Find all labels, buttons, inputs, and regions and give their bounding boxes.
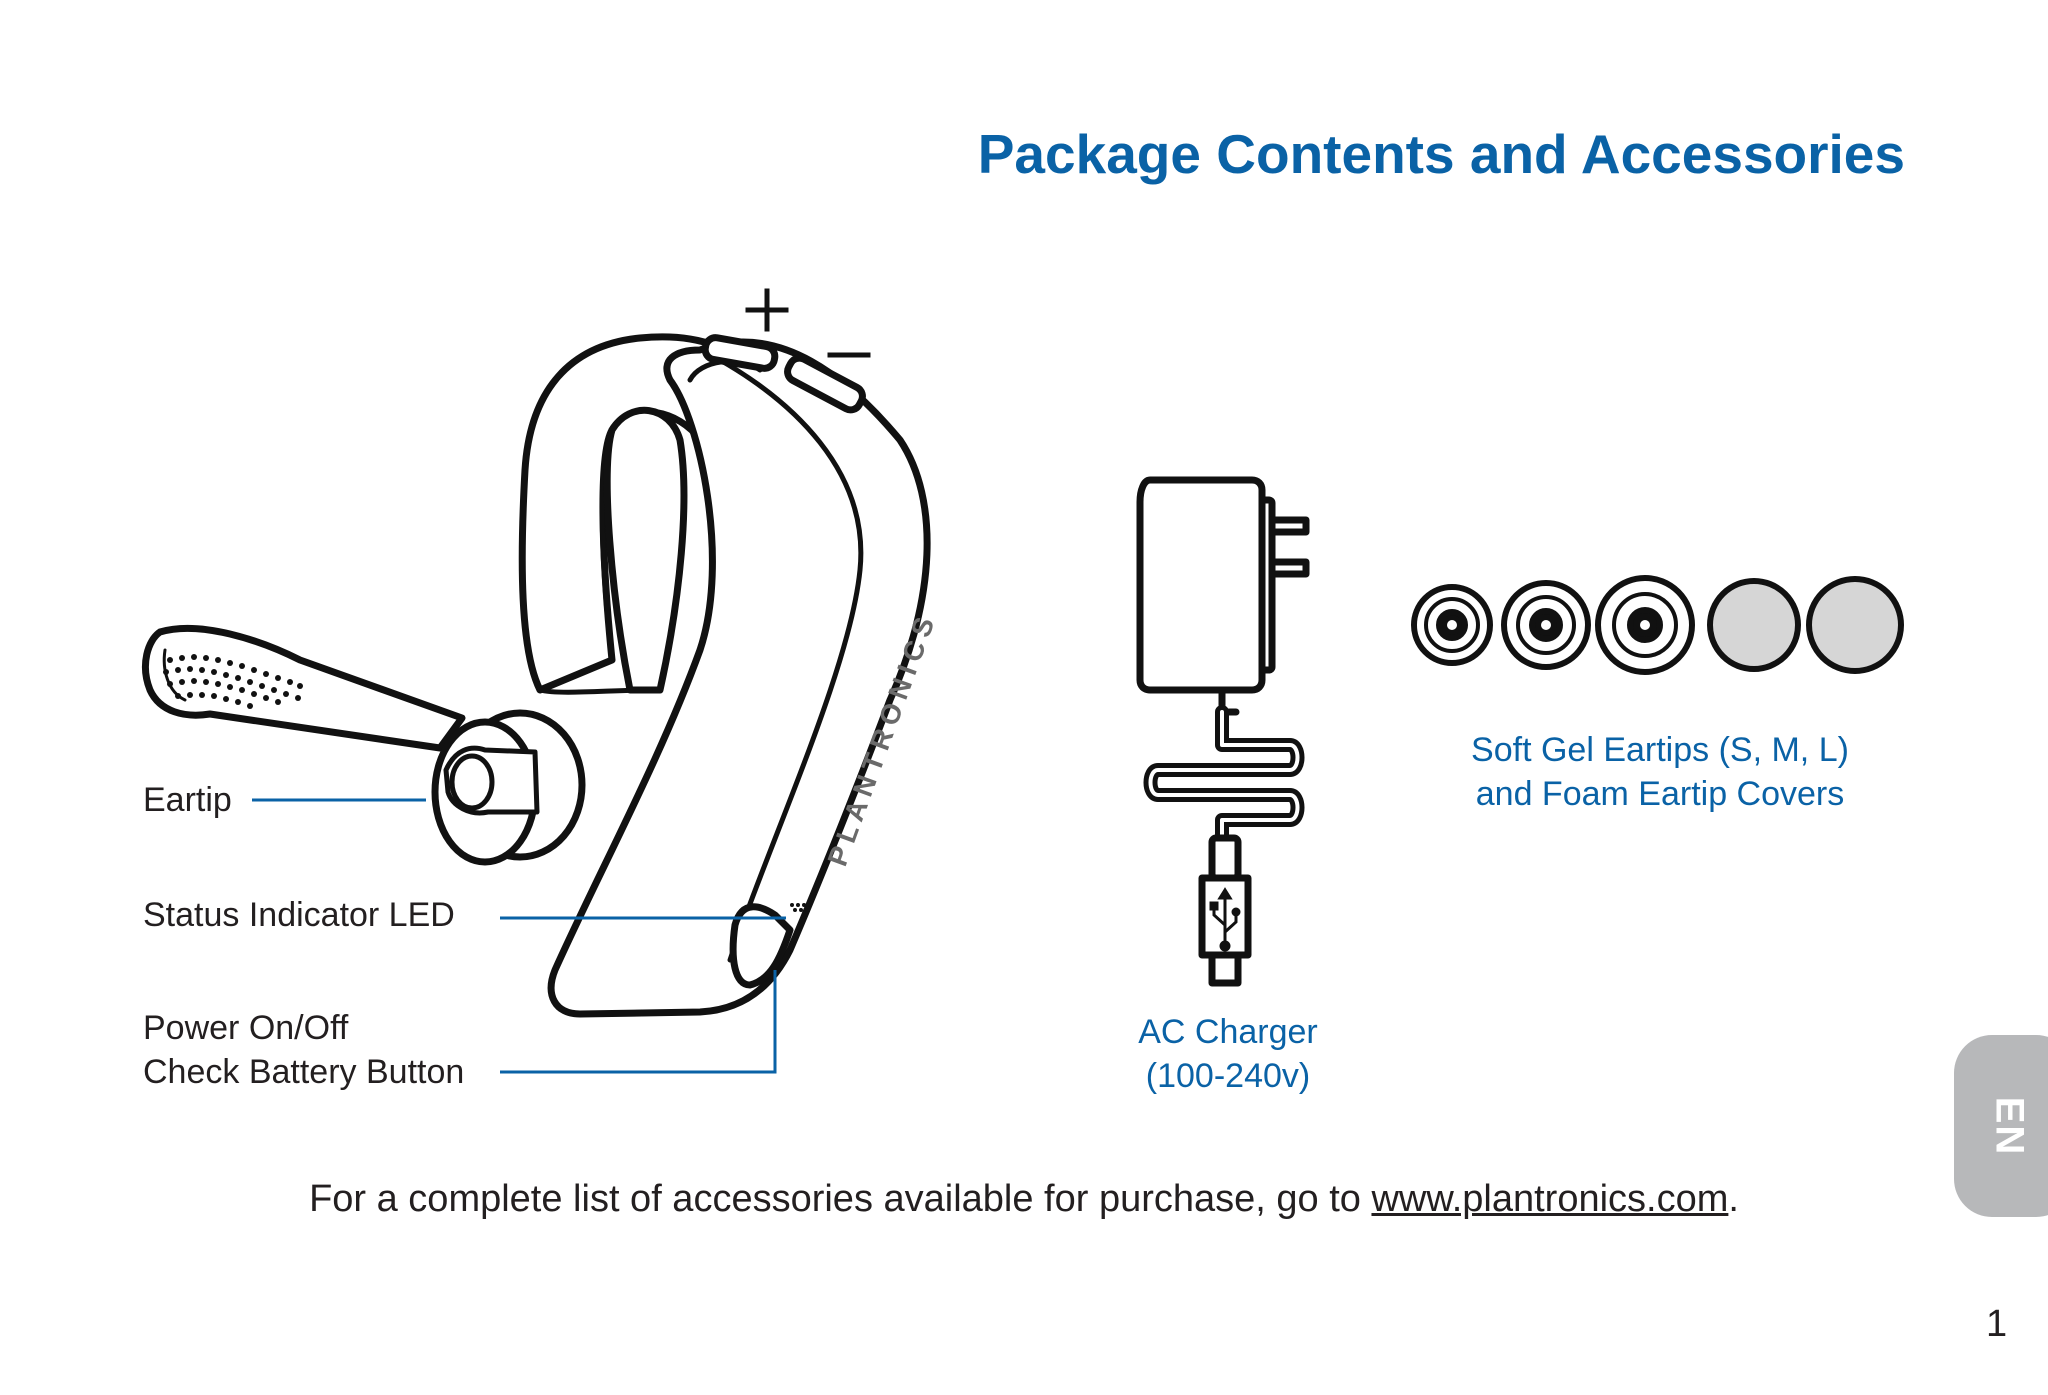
eartip-small: [1411, 584, 1493, 666]
power-label-line2: Check Battery Button: [143, 1053, 465, 1091]
foam-cover-1: [1707, 578, 1801, 672]
foam-cover-2: [1806, 576, 1904, 674]
plus-icon: [745, 288, 789, 332]
eartips-caption: Soft Gel Eartips (S, M, L) and Foam Eart…: [1400, 728, 1920, 816]
boom-microphone: [141, 624, 466, 752]
footer-note: For a complete list of accessories avail…: [0, 1178, 2048, 1221]
power-leader: [500, 970, 777, 1074]
page-number: 1: [1986, 1303, 2008, 1345]
power-label-line1: Power On/Off: [143, 1009, 349, 1047]
mic-grille: [163, 654, 303, 709]
plantronics-link[interactable]: www.plantronics.com: [1371, 1178, 1729, 1220]
footer-text: For a complete list of accessories avail…: [309, 1178, 1372, 1220]
usb-icon: [1209, 887, 1241, 952]
eartips-caption-line2: and Foam Eartip Covers: [1475, 775, 1845, 813]
usb-plug: [1208, 834, 1242, 882]
eartip-large: [1595, 575, 1695, 675]
language-tab[interactable]: EN: [1954, 1035, 2048, 1217]
power-button: [729, 903, 794, 989]
ac-charger-illustration: [1136, 476, 1310, 987]
charger-caption-line2: (100-240v): [1145, 1057, 1311, 1095]
eartips-illustration: [1411, 575, 1904, 675]
eartips-caption-line1: Soft Gel Eartips (S, M, L): [1471, 731, 1849, 769]
eartip-label: Eartip: [143, 781, 232, 819]
footer-period: .: [1728, 1178, 1739, 1220]
status-led-label: Status Indicator LED: [143, 896, 455, 934]
language-tab-label: EN: [1987, 1096, 2032, 1156]
charger-caption: AC Charger (100-240v): [1078, 1010, 1378, 1098]
headset-body: [547, 338, 931, 1018]
charger-caption-line1: AC Charger: [1138, 1013, 1318, 1051]
page-title: Package Contents and Accessories: [977, 123, 1905, 185]
volume-down-button: [784, 354, 866, 414]
volume-up-button: [701, 334, 779, 372]
status-led: [790, 903, 812, 912]
power-button-label: Power On/Off Check Battery Button: [143, 1006, 464, 1094]
headset-illustration: [141, 333, 931, 1018]
eartip-medium: [1501, 580, 1591, 670]
